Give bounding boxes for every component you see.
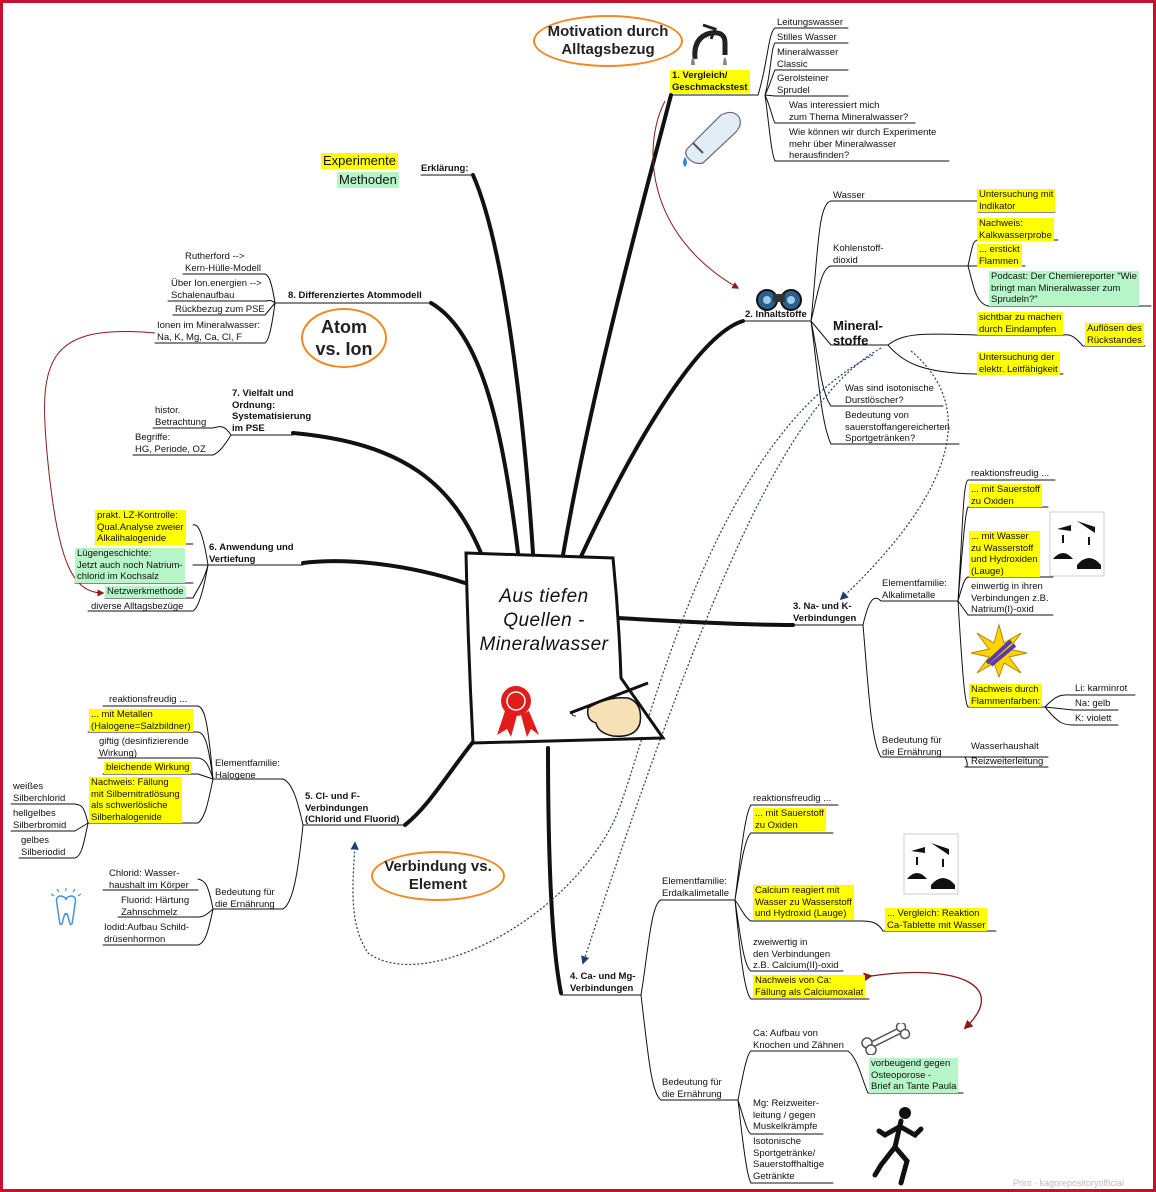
- b2-wasser: Wasser: [833, 190, 865, 201]
- b4-isotonisch: Isotonische Sportgetränke/ Sauerstoffhal…: [753, 1136, 825, 1182]
- b4-nachweis: Nachweis von Ca: Fällung als Calciumoxal…: [753, 975, 866, 998]
- b5-bedeutung: Bedeutung für die Ernährung: [215, 887, 275, 910]
- b3-li: Li: karminrot: [1075, 683, 1128, 694]
- b2-mineralstoffe: Mineral- stoffe: [833, 318, 883, 348]
- b3-label: 3. Na- und K- Verbindungen: [793, 601, 857, 624]
- b3-reizweiterleitung: Reizweiterleitung: [971, 756, 1044, 767]
- b5-silberbromid: hellgelbes Silberbromid: [13, 808, 67, 831]
- b5-nachweis: Nachweis: Fällung mit Silbernitratlösung…: [89, 777, 182, 823]
- b3-sauerstoff: ... mit Sauerstoff zu Oxiden: [969, 484, 1042, 507]
- tag-experimente: Experimente: [321, 153, 398, 169]
- callout-motivation: Motivation durch Alltagsbezug: [533, 15, 683, 67]
- b2-label: 2. Inhaltstoffe: [745, 309, 807, 320]
- b3-k: K: violett: [1075, 713, 1112, 724]
- b3-family: Elementfamilie: Alkalimetalle: [882, 578, 947, 601]
- b6-label: 6. Anwendung und Vertiefung: [209, 542, 294, 565]
- b1-item: Stilles Wasser: [777, 32, 837, 43]
- connector-lines: [10, 27, 1152, 1184]
- b2-erstickt: ... erstickt Flammen: [977, 244, 1022, 267]
- b8-rutherford: Rutherford --> Kern-Hülle-Modell: [185, 251, 262, 274]
- b1-label: 1. Vergleich/ Geschmackstest: [670, 70, 750, 93]
- b3-wasser: ... mit Wasser zu Wasserstoff und Hydrox…: [969, 531, 1040, 577]
- tag-methoden: Methoden: [337, 172, 399, 188]
- writing-hand-icon: [569, 681, 649, 737]
- b8-label: 8. Differenziertes Atommodell: [288, 290, 422, 301]
- erklaerung-label: Erklärung:: [421, 163, 469, 174]
- b1-item: Was interessiert mich zum Thema Mineralw…: [789, 100, 909, 123]
- b5-silberiodid: gelbes Silberiodid: [21, 835, 66, 858]
- b6-luegengeschichte: Lügengeschichte: Jetzt auch noch Natrium…: [75, 548, 185, 583]
- b7-begriffe: Begriffe: HG, Periode, OZ: [135, 432, 206, 455]
- b2-podcast: Podcast: Der Chemiereporter "Wie bringt …: [989, 271, 1139, 306]
- b3-na: Na: gelb: [1075, 698, 1111, 709]
- center-title: Aus tiefen Quellen - Mineralwasser: [479, 586, 609, 655]
- runner-icon: [872, 1107, 924, 1186]
- corrosive-hazard-icon: [1049, 511, 1105, 577]
- b5-fluorid: Fluorid: Härtung Zahnschmelz: [121, 895, 190, 918]
- bone-icon: [861, 1023, 911, 1055]
- tooth-icon: [51, 888, 81, 926]
- b4-label: 4. Ca- und Mg- Verbindungen: [570, 971, 636, 994]
- b5-reaktionsfreudig: reaktionsfreudig ...: [109, 694, 188, 705]
- b5-metallen: ... mit Metallen (Halogene=Salzbildner): [89, 709, 193, 732]
- b2-bedeutung: Bedeutung von sauerstoffangereicherten S…: [845, 410, 950, 444]
- b5-chlorid: Chlorid: Wasser- haushalt im Körper: [109, 868, 189, 891]
- corrosive-hazard-icon: [903, 833, 959, 895]
- b8-rueckbezug: Rückbezug zum PSE: [175, 304, 265, 315]
- binoculars-icon: [756, 289, 802, 311]
- b3-bedeutung: Bedeutung für die Ernährung: [882, 735, 942, 758]
- watermark: Print · kagorepositoryofficial: [1013, 1178, 1124, 1188]
- b7-label: 7. Vielfalt und Ordnung: Systematisierun…: [232, 388, 312, 434]
- b8-ionen: Ionen im Mineralwasser: Na, K, Mg, Ca, C…: [157, 320, 260, 343]
- b4-vergleich: ... Vergleich: Reaktion Ca-Tablette mit …: [885, 908, 988, 931]
- b2-kohlen: Kohlenstoff- dioxid: [833, 243, 884, 266]
- b2-isotonisch: Was sind isotonische Durstlöscher?: [845, 383, 934, 406]
- b7-historisch: histor. Betrachtung: [155, 405, 207, 428]
- b3-flammenfarben: Nachweis durch Flammenfarben:: [969, 684, 1043, 707]
- b3-wasserhaushalt: Wasserhaushalt: [971, 741, 1039, 752]
- b3-einwertig: einwertig in ihren Verbindungen z.B. Nat…: [971, 581, 1049, 615]
- b2-kalkwasser: Nachweis: Kalkwasserprobe: [977, 218, 1054, 241]
- callout-atom-ion: Atom vs. Ion: [301, 308, 387, 368]
- b4-sauerstoff: ... mit Sauerstoff zu Oxiden: [753, 808, 826, 831]
- b1-item: Gerolsteiner Sprudel: [777, 73, 829, 96]
- b5-silberchlorid: weißes Silberchlorid: [13, 781, 66, 804]
- b5-family: Elementfamilie: Halogene: [215, 758, 280, 781]
- b2-leitfaehigkeit: Untersuchung der elektr. Leitfähigkeit: [977, 352, 1060, 375]
- b1-item: Leitungswasser: [777, 17, 844, 28]
- seal-icon: [497, 686, 539, 737]
- bottle-icon: [683, 111, 741, 167]
- b4-zweiwertig: zweiwertig in den Verbindungen z.B. Calc…: [753, 937, 839, 971]
- tap-icon: [691, 23, 728, 65]
- b6-praktisch: prakt. LZ-Kontrolle: Qual.Analyse zweier…: [95, 510, 186, 545]
- b4-reaktionsfreudig: reaktionsfreudig ...: [753, 793, 832, 804]
- b4-bedeutung: Bedeutung für die Ernährung: [662, 1077, 722, 1100]
- b2-wasser-indikator: Untersuchung mit Indikator: [977, 189, 1056, 212]
- b4-ca: Ca: Aufbau von Knochen und Zähnen: [753, 1028, 844, 1051]
- b5-iodid: Iodid:Aufbau Schild- drüsenhormon: [104, 922, 190, 945]
- callout-verbindung: Verbindung vs. Element: [371, 851, 505, 901]
- b5-bleichend: bleichende Wirkung: [104, 762, 192, 774]
- flame-burst-icon: [970, 623, 1028, 679]
- b4-calcium: Calcium reagiert mit Wasser zu Wassersto…: [753, 885, 854, 920]
- b4-mg: Mg: Reizweiter- leitung / gegen Muskelkr…: [753, 1098, 819, 1132]
- b8-ionisierungsenergien: Über Ion.energien --> Schalenaufbau: [171, 278, 262, 301]
- b3-reaktionsfreudig: reaktionsfreudig ...: [971, 468, 1050, 479]
- b6-netzwerkmethode: Netzwerkmethode: [105, 586, 186, 598]
- b4-family: Elementfamilie: Erdalkalimetalle: [662, 876, 730, 899]
- b5-label: 5. Cl- und F- Verbindungen (Chlorid und …: [305, 791, 400, 825]
- b6-alltagsbezuege: diverse Alltagsbezüge: [91, 601, 184, 612]
- b1-item: Wie können wir durch Experimente mehr üb…: [789, 127, 937, 161]
- b2-aufloesen: Auflösen des Rückstandes: [1085, 323, 1144, 346]
- b2-sichtbar: sichtbar zu machen durch Eindampfen: [977, 312, 1064, 335]
- b1-item: Mineralwasser Classic: [777, 47, 839, 70]
- b5-giftig: giftig (desinfizierende Wirkung): [99, 736, 189, 759]
- b4-osteoporose: vorbeugend gegen Osteoporose - Brief an …: [869, 1058, 959, 1093]
